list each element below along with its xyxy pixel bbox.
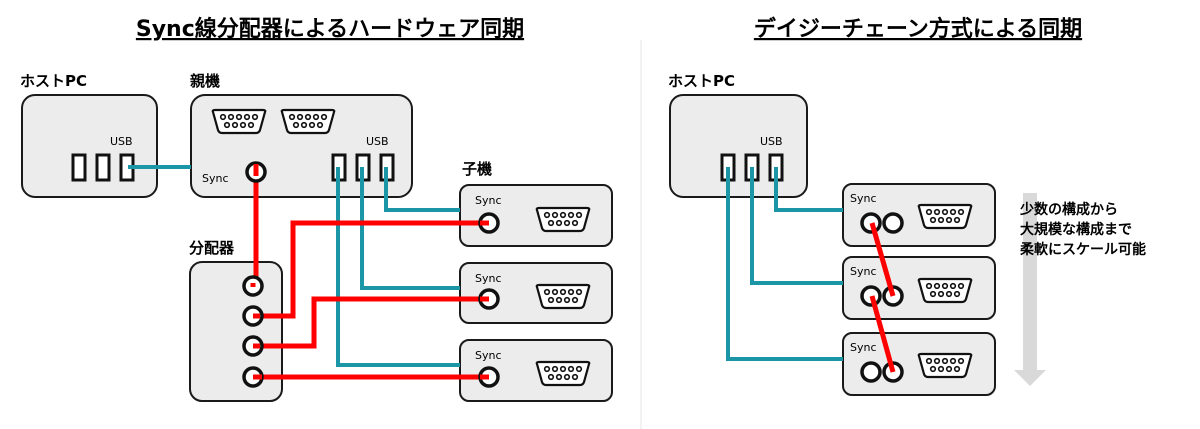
serial-connector-icon bbox=[917, 203, 973, 230]
sync-cable bbox=[256, 220, 489, 319]
serial-connector-icon bbox=[535, 283, 591, 310]
child-device: Sync bbox=[459, 184, 613, 247]
usb-cable bbox=[384, 167, 460, 212]
child-device: Sync bbox=[842, 183, 996, 247]
child-sync-label: Sync bbox=[850, 341, 877, 354]
distributor-label: 分配器 bbox=[189, 239, 235, 257]
child-sync-label: Sync bbox=[475, 194, 502, 207]
usb-port-icon bbox=[95, 153, 111, 182]
child-sync-label: Sync bbox=[475, 349, 502, 362]
serial-connector-icon bbox=[280, 108, 336, 135]
sync-in-jack-icon bbox=[860, 361, 882, 383]
host-pc-device: USB bbox=[21, 94, 158, 198]
left-panel-title: Sync線分配器によるハードウェア同期 bbox=[136, 16, 524, 42]
usb-cable bbox=[336, 167, 460, 367]
host-usb-label: USB bbox=[760, 135, 783, 148]
note-line-3: 柔軟にスケール可能 bbox=[1019, 241, 1146, 258]
distributor-device bbox=[189, 261, 283, 402]
right-panel-title: デイジーチェーン方式による同期 bbox=[754, 16, 1082, 42]
usb-port-icon bbox=[71, 153, 87, 182]
parent-label: 親機 bbox=[190, 72, 220, 90]
host-usb-label: USB bbox=[110, 135, 133, 148]
note-line-2: 大規模な構成まで bbox=[1020, 221, 1132, 238]
host-pc-label: ホストPC bbox=[20, 72, 87, 90]
sync-out-jack-icon bbox=[882, 212, 904, 234]
note-line-1: 少数の構成から bbox=[1019, 201, 1118, 218]
daisy-chain-sync-cable bbox=[869, 222, 896, 297]
child-device: Sync bbox=[459, 339, 613, 402]
host-pc-device: USB bbox=[669, 94, 808, 198]
child-device: Sync bbox=[459, 262, 613, 324]
sync-in-jack-icon bbox=[860, 285, 882, 307]
usb-cable bbox=[774, 167, 843, 212]
daisy-chain-sync-cable bbox=[869, 295, 896, 373]
sync-cable bbox=[256, 296, 489, 349]
usb-cable bbox=[360, 167, 460, 290]
host-pc-label: ホストPC bbox=[668, 72, 735, 90]
child-device: Sync bbox=[842, 256, 996, 320]
parent-usb-label: USB bbox=[366, 135, 389, 148]
parent-device: Sync USB bbox=[190, 94, 413, 198]
serial-connector-icon bbox=[211, 108, 267, 135]
usb-cable bbox=[750, 167, 843, 285]
serial-connector-icon bbox=[535, 206, 591, 233]
sync-in-jack-icon bbox=[860, 212, 882, 234]
child-sync-label: Sync bbox=[850, 265, 877, 278]
child-label: 子機 bbox=[462, 160, 492, 178]
parent-sync-label: Sync bbox=[202, 172, 229, 185]
serial-connector-icon bbox=[917, 352, 973, 379]
child-device: Sync bbox=[842, 332, 996, 396]
child-sync-label: Sync bbox=[475, 272, 502, 285]
serial-connector-icon bbox=[917, 277, 973, 304]
serial-connector-icon bbox=[535, 360, 591, 387]
usb-cable bbox=[726, 167, 843, 361]
child-sync-label: Sync bbox=[850, 192, 877, 205]
scale-down-arrow-icon bbox=[1014, 193, 1046, 386]
